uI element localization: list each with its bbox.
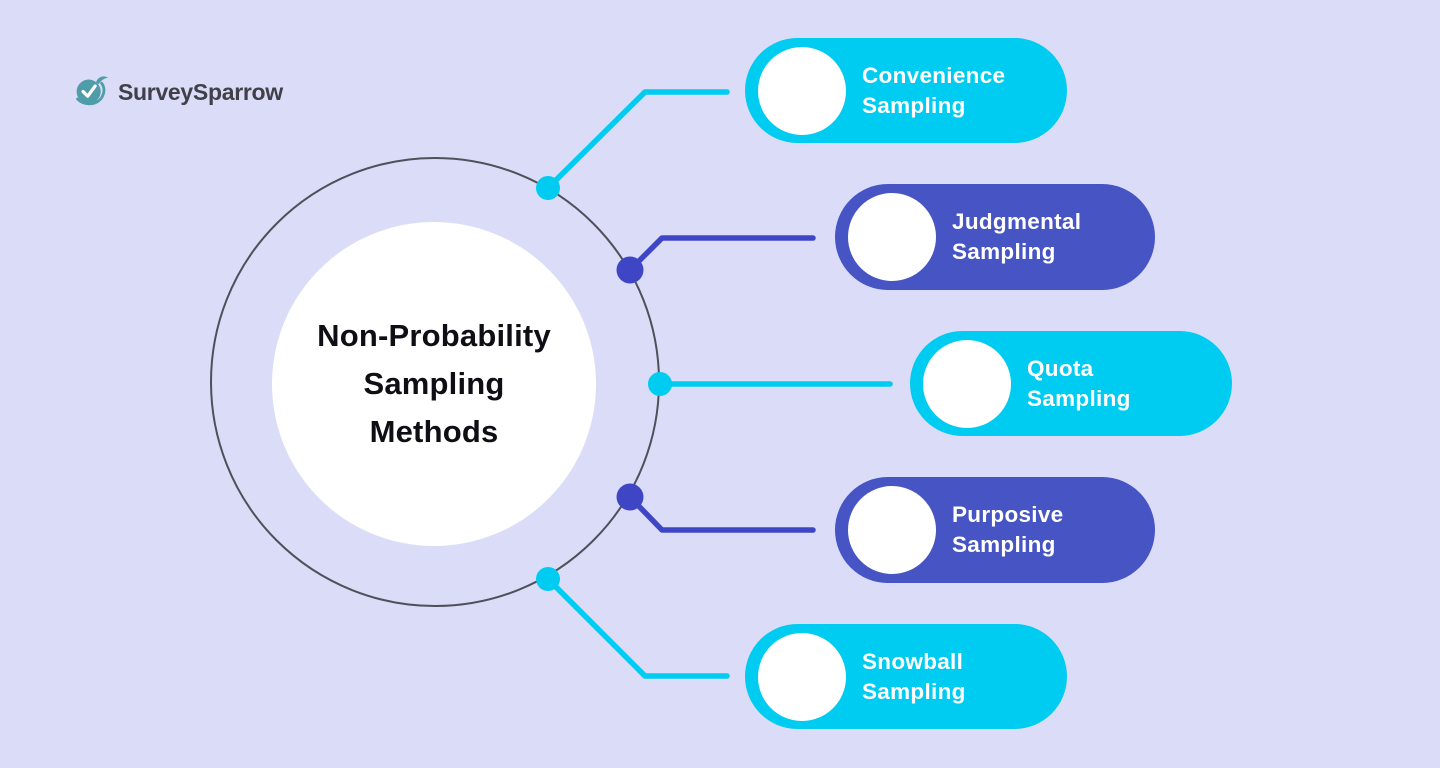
- diagram-title: Non-Probability Sampling Methods: [317, 312, 551, 456]
- pill-label-line: Sampling: [952, 239, 1056, 264]
- surveysparrow-logo-text: SurveySparrow: [118, 79, 283, 105]
- node-dot-quota: [648, 372, 672, 396]
- diagram-title-line-3: Methods: [369, 414, 499, 449]
- connector-judgmental-sampling: [627, 235, 816, 273]
- pill-snowball-sampling: Snowball Sampling: [745, 624, 1067, 729]
- pill-circle-convenience: [758, 46, 846, 135]
- node-dot-judgmental: [616, 256, 644, 284]
- pill-convenience-sampling: Convenience Sampling: [745, 38, 1067, 143]
- node-dot-purposive: [616, 483, 644, 511]
- pill-label-snowball: Snowball Sampling: [862, 647, 966, 707]
- pill-label-line: Sampling: [862, 92, 966, 118]
- pill-circle-quota: [923, 339, 1011, 428]
- pill-label-line: Convenience: [862, 62, 1006, 88]
- connector-convenience-sampling: [545, 89, 730, 191]
- pill-circle-snowball: [758, 632, 846, 721]
- diagram-title-line-1: Non-Probability: [317, 318, 551, 353]
- pill-label-line: Quota: [1027, 355, 1094, 381]
- pill-label-quota: Quota Sampling: [1027, 354, 1131, 414]
- pill-judgmental-sampling: Judgmental Sampling: [835, 184, 1155, 290]
- node-dot-convenience: [536, 176, 560, 200]
- pill-label-purposive: Purposive Sampling: [952, 500, 1064, 560]
- pill-label-line: Sampling: [862, 678, 966, 704]
- connector-snowball-sampling: [545, 576, 730, 679]
- pill-label-line: Judgmental: [952, 209, 1082, 234]
- pill-label-line: Snowball: [862, 648, 964, 674]
- pill-quota-sampling: Quota Sampling: [910, 331, 1232, 436]
- diagram-title-line-2: Sampling: [363, 366, 505, 401]
- pill-label-line: Sampling: [952, 532, 1056, 557]
- connector-purposive-sampling: [627, 494, 816, 533]
- pill-label-line: Purposive: [952, 502, 1064, 527]
- pill-circle-purposive: [848, 486, 936, 574]
- pill-label-line: Sampling: [1027, 385, 1131, 411]
- pill-circle-judgmental: [848, 193, 936, 281]
- node-dot-snowball: [536, 567, 560, 591]
- pill-label-convenience: Convenience Sampling: [862, 61, 1005, 121]
- pill-label-judgmental: Judgmental Sampling: [952, 207, 1081, 267]
- surveysparrow-bird-check-icon: [76, 76, 109, 106]
- pill-purposive-sampling: Purposive Sampling: [835, 477, 1155, 583]
- surveysparrow-logo: SurveySparrow: [72, 74, 283, 111]
- central-circle: Non-Probability Sampling Methods: [272, 222, 596, 546]
